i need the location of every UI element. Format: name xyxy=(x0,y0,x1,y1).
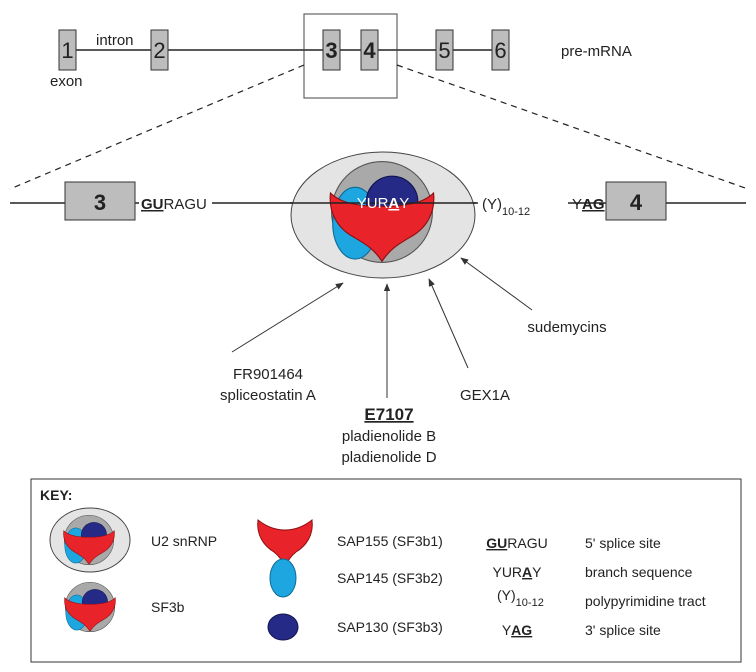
key-sap145-label: SAP145 (SF3b2) xyxy=(337,570,443,586)
exon-box-4 xyxy=(360,29,379,71)
arrow-gex1a xyxy=(428,278,469,369)
inhibitor-gex1a: GEX1A xyxy=(460,387,510,404)
branch-pre: YUR xyxy=(357,195,389,212)
exon-box-1 xyxy=(58,29,77,71)
key-sap130-icon xyxy=(267,613,299,641)
exon-label: exon xyxy=(50,73,83,90)
key-bs-bold: A xyxy=(522,564,532,580)
key-u2-sf3b-inner-icon xyxy=(63,514,115,566)
inhibitor-fr901464: FR901464 xyxy=(233,366,303,383)
key-ss5-rest: RAGU xyxy=(507,535,547,551)
u2-snrnp-complex: YURAY xyxy=(290,151,476,279)
key-sap130-label: SAP130 (SF3b3) xyxy=(337,619,443,635)
key-ss3-bold: AG xyxy=(511,622,532,638)
key-legend: KEY: U2 snRNP SF3b SAP155 (SF3b1) SAP145… xyxy=(30,478,742,663)
inhibitor-pladienolide-d: pladienolide D xyxy=(341,449,436,466)
inhibitor-sudemycins: sudemycins xyxy=(527,319,606,336)
sf3b-complex xyxy=(329,161,435,263)
arrow-sudemycins xyxy=(460,257,533,311)
ppt-sub: 10-12 xyxy=(502,206,530,218)
key-sf3b-label: SF3b xyxy=(151,599,185,615)
key-box xyxy=(30,478,742,663)
ppt-text: (Y)10-12 xyxy=(482,196,530,218)
key-bs-pre: YUR xyxy=(492,564,522,580)
key-ss5-bold: GU xyxy=(486,535,507,551)
zoomed-intron-track: 3 4 GURAGU (Y)10-12 YAG xyxy=(10,181,746,221)
pre-mrna-label: pre-mRNA xyxy=(561,43,632,60)
key-sap155-icon xyxy=(257,519,313,570)
key-ppt-base: (Y) xyxy=(497,587,516,603)
exon-box-3 xyxy=(322,29,341,71)
key-title: KEY: xyxy=(40,487,72,503)
zoom-dashed-line-right xyxy=(396,64,749,190)
key-ss3-pre: Y xyxy=(502,622,512,638)
branch-bold: A xyxy=(388,195,399,212)
intron-label: intron xyxy=(96,32,134,49)
exon-number-1: 1 xyxy=(61,38,73,63)
exon-number-5: 5 xyxy=(438,38,450,63)
three-prime-pre: Y xyxy=(572,196,582,213)
key-bs-post: Y xyxy=(532,564,542,580)
key-sap145-icon xyxy=(269,558,297,598)
three-prime-splice-site-text: YAG xyxy=(572,196,605,213)
branch-sequence-text: YURAY xyxy=(357,195,410,212)
ppt-base: (Y) xyxy=(482,196,502,213)
inhibitor-spliceostatin-a: spliceostatin A xyxy=(220,387,316,404)
five-prime-rest: RAGU xyxy=(164,196,207,213)
five-prime-text-bg xyxy=(139,193,212,213)
exon-number-3: 3 xyxy=(325,38,337,63)
zoom-dashed-line-left xyxy=(9,64,305,190)
key-u2-label: U2 snRNP xyxy=(151,533,217,549)
inhibitor-e7107: E7107 xyxy=(364,405,413,424)
zoom-region-box xyxy=(303,13,398,99)
three-prime-bold: AG xyxy=(582,196,605,213)
key-branch-desc: branch sequence xyxy=(585,564,693,580)
key-sf3b-icon xyxy=(64,581,116,633)
key-ppt-sub: 10-12 xyxy=(516,597,544,609)
zoom-exon-3-number: 3 xyxy=(94,190,106,215)
key-five-prime-desc: 5' splice site xyxy=(585,535,661,551)
five-prime-splice-site-text: GURAGU xyxy=(141,196,207,213)
key-three-prime-desc: 3' splice site xyxy=(585,622,661,638)
zoom-exon-4 xyxy=(605,181,667,221)
key-ppt-desc: polypyrimidine tract xyxy=(585,593,706,609)
pre-mrna-gene-track: 1 2 3 4 5 6 intron exon pre-mRNA xyxy=(50,13,632,99)
exon-box-6 xyxy=(491,29,510,71)
key-ppt-seq: (Y)10-12 xyxy=(497,587,544,609)
arrow-spliceostatin xyxy=(231,282,344,353)
key-branch-seq: YURAY xyxy=(492,564,542,580)
inhibitor-pladienolide-b: pladienolide B xyxy=(342,428,436,445)
exon-box-2 xyxy=(150,29,169,71)
branch-post: Y xyxy=(399,195,409,212)
zoom-exon-3 xyxy=(64,181,136,221)
exon-number-4: 4 xyxy=(363,38,376,63)
exon-number-6: 6 xyxy=(494,38,506,63)
key-sap155-label: SAP155 (SF3b1) xyxy=(337,533,443,549)
key-five-prime-seq: GURAGU xyxy=(486,535,547,551)
five-prime-bold: GU xyxy=(141,196,164,213)
zoom-exon-4-number: 4 xyxy=(630,190,643,215)
exon-box-5 xyxy=(435,29,454,71)
key-three-prime-seq: YAG xyxy=(502,622,532,638)
exon-number-2: 2 xyxy=(153,38,165,63)
